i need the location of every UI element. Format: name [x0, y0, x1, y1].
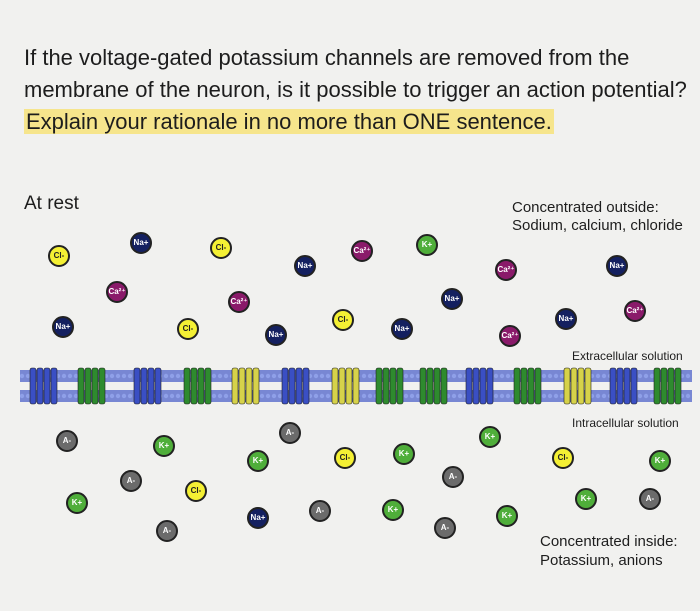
calcium-ion: Ca²⁺ — [624, 300, 646, 322]
sodium-ion: Na+ — [130, 232, 152, 254]
potassium-ion: K+ — [416, 234, 438, 256]
inside-items: Potassium, anions — [540, 552, 663, 569]
sodium-ion: Na+ — [555, 308, 577, 330]
extracellular-label: Extracellular solution — [572, 349, 683, 363]
green-ion-channel — [419, 367, 448, 405]
calcium-ion: Ca²⁺ — [228, 291, 250, 313]
blue-ion-channel — [29, 367, 58, 405]
question-part2-highlight: Explain your rationale in no more than O… — [24, 109, 554, 134]
potassium-ion: K+ — [153, 435, 175, 457]
outside-heading: Concentrated outside: — [512, 199, 659, 216]
cell-membrane — [20, 367, 692, 405]
anion: A- — [156, 520, 178, 542]
anion: A- — [434, 517, 456, 539]
blue-ion-channel — [609, 367, 638, 405]
chloride-ion: Cl- — [552, 447, 574, 469]
sodium-ion: Na+ — [247, 507, 269, 529]
sodium-ion: Na+ — [606, 255, 628, 277]
sodium-ion: Na+ — [294, 255, 316, 277]
anion: A- — [309, 500, 331, 522]
sodium-ion: Na+ — [52, 316, 74, 338]
green-ion-channel — [513, 367, 542, 405]
blue-ion-channel — [465, 367, 494, 405]
chloride-ion: Cl- — [48, 245, 70, 267]
inside-heading: Concentrated inside: — [540, 533, 678, 550]
blue-ion-channel — [281, 367, 310, 405]
sodium-ion: Na+ — [391, 318, 413, 340]
calcium-ion: Ca²⁺ — [495, 259, 517, 281]
anion: A- — [442, 466, 464, 488]
yellow-ion-channel — [231, 367, 260, 405]
yellow-ion-channel — [331, 367, 360, 405]
question-text: If the voltage-gated potassium channels … — [24, 42, 696, 138]
potassium-ion: K+ — [496, 505, 518, 527]
sodium-ion: Na+ — [265, 324, 287, 346]
intracellular-label: Intracellular solution — [572, 416, 679, 430]
green-ion-channel — [77, 367, 106, 405]
chloride-ion: Cl- — [334, 447, 356, 469]
potassium-ion: K+ — [393, 443, 415, 465]
green-ion-channel — [653, 367, 682, 405]
anion: A- — [639, 488, 661, 510]
question-part1: If the voltage-gated potassium channels … — [24, 45, 687, 102]
chloride-ion: Cl- — [332, 309, 354, 331]
potassium-ion: K+ — [66, 492, 88, 514]
calcium-ion: Ca²⁺ — [351, 240, 373, 262]
anion: A- — [120, 470, 142, 492]
potassium-ion: K+ — [479, 426, 501, 448]
chloride-ion: Cl- — [177, 318, 199, 340]
potassium-ion: K+ — [382, 499, 404, 521]
at-rest-label: At rest — [24, 193, 79, 214]
blue-ion-channel — [133, 367, 162, 405]
chloride-ion: Cl- — [185, 480, 207, 502]
potassium-ion: K+ — [575, 488, 597, 510]
potassium-ion: K+ — [649, 450, 671, 472]
anion: A- — [279, 422, 301, 444]
chloride-ion: Cl- — [210, 237, 232, 259]
green-ion-channel — [183, 367, 212, 405]
potassium-ion: K+ — [247, 450, 269, 472]
calcium-ion: Ca²⁺ — [499, 325, 521, 347]
yellow-ion-channel — [563, 367, 592, 405]
outside-items: Sodium, calcium, chloride — [512, 217, 683, 234]
sodium-ion: Na+ — [441, 288, 463, 310]
anion: A- — [56, 430, 78, 452]
calcium-ion: Ca²⁺ — [106, 281, 128, 303]
green-ion-channel — [375, 367, 404, 405]
